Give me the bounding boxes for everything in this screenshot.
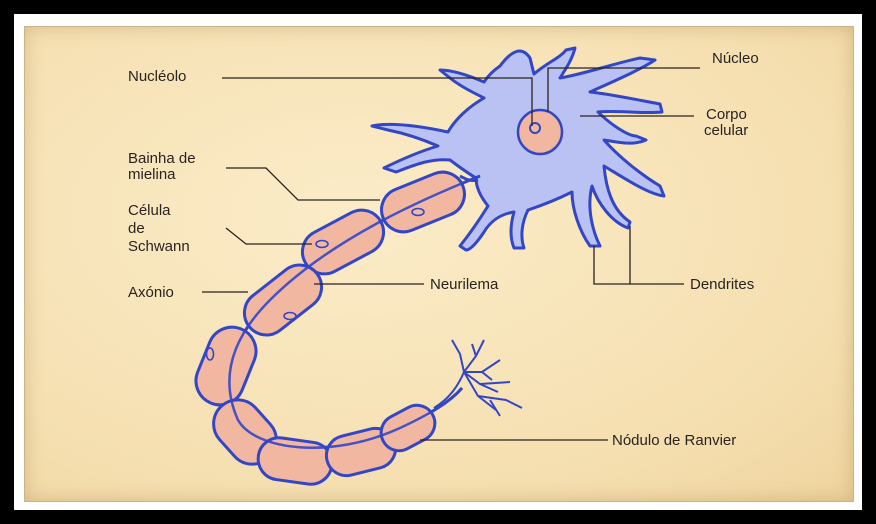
label-celula-line3: Schwann [128,238,190,255]
schwann-cell [255,435,334,487]
label-dendrites: Dendrites [690,276,754,293]
schwann-cells [189,165,471,486]
schwann-cell [375,165,471,238]
schwann-cell [189,320,263,412]
leader-lines [202,68,700,440]
label-bainha-line1: Bainha de [128,150,196,167]
label-corpo-celular-line2: celular [704,122,748,139]
label-nucleolo: Nucléolo [128,68,186,85]
label-bainha-line2: mielina [128,166,176,183]
nucleus [518,110,562,154]
label-celula-line1: Célula [128,202,171,219]
label-nodulo-ranvier: Nódulo de Ranvier [612,432,736,449]
label-celula-line2: de [128,220,145,237]
axon-terminals [434,340,522,416]
label-axonio: Axónio [128,284,174,301]
label-neurilema: Neurilema [430,276,498,293]
label-corpo-celular-line1: Corpo [706,106,747,123]
label-nucleo: Núcleo [712,50,759,67]
